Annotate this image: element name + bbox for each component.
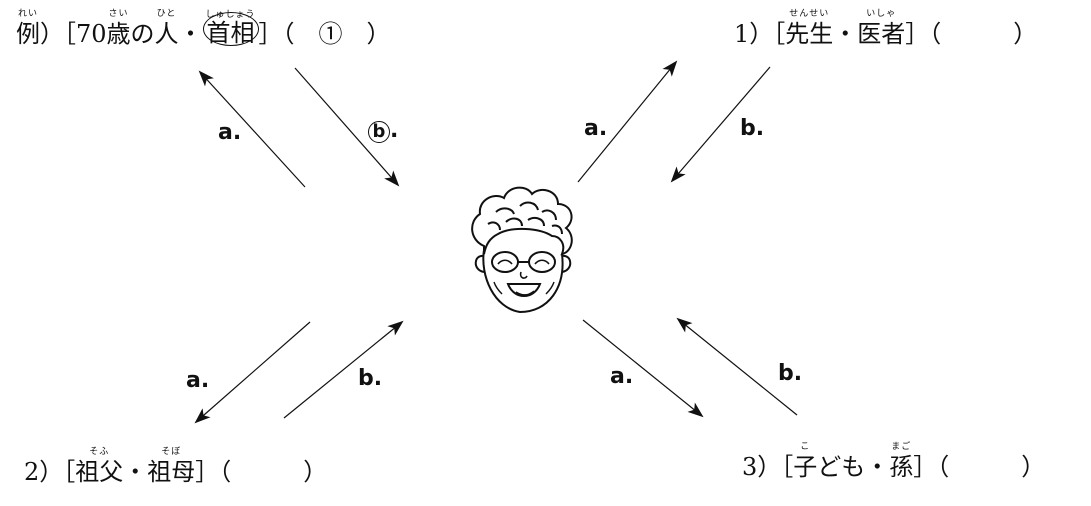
q2-answer-blank[interactable]: ］（ ） [195,458,328,486]
q3-word-2: まご孫 [889,442,914,481]
label-q3-b: b. [778,361,803,386]
example-prefix: れい例 [16,9,40,48]
label-q1-a: a. [584,116,608,141]
q3-word-1: こ子 [793,442,818,481]
q1-word-2: いしゃ医者 [857,9,906,48]
arrow-q1-a [577,60,678,183]
label-q2-b: b. [358,366,383,391]
label-q1-b: b. [740,116,765,141]
circled-b-icon: b [368,121,390,143]
arrow-q2-a [194,321,311,424]
label-example-b-circled: b. [368,118,398,143]
example-answer-word-circled: しゅしょう首相 [202,11,259,46]
example-item: れい例 ）［70 さい歳 の ひと人 ・ しゅしょう首相 ］（ ① ） [16,9,391,48]
question-2: 2）［ そふ祖父 ・ そぼ祖母 ］（ ） [24,447,328,486]
q2-word-2: そぼ祖母 [147,447,196,486]
q3-answer-blank[interactable]: ］（ ） [913,453,1046,481]
arrow-q3-a [582,319,704,418]
q1-answer-blank[interactable]: ］（ ） [905,20,1038,48]
arrow-example-b [294,67,400,187]
q2-word-1: そふ祖父 [75,447,124,486]
arrow-q1-b [670,66,771,183]
question-1: 1）［ せんせい先生 ・ いしゃ医者 ］（ ） [734,9,1038,48]
question-3: 3）［ こ子 ども ・ まご孫 ］（ ） [742,442,1046,481]
example-word-2: ひと人 [154,9,179,48]
arrow-example-a [198,70,306,188]
label-example-a: a. [218,120,242,145]
arrow-q2-b [283,320,404,419]
arrow-q3-b [676,317,798,416]
label-q2-a: a. [186,368,210,393]
q1-word-1: せんせい先生 [785,9,834,48]
grandmother-face-icon [471,186,573,314]
example-word-1: さい歳 [106,9,131,48]
label-q3-a: a. [610,364,634,389]
